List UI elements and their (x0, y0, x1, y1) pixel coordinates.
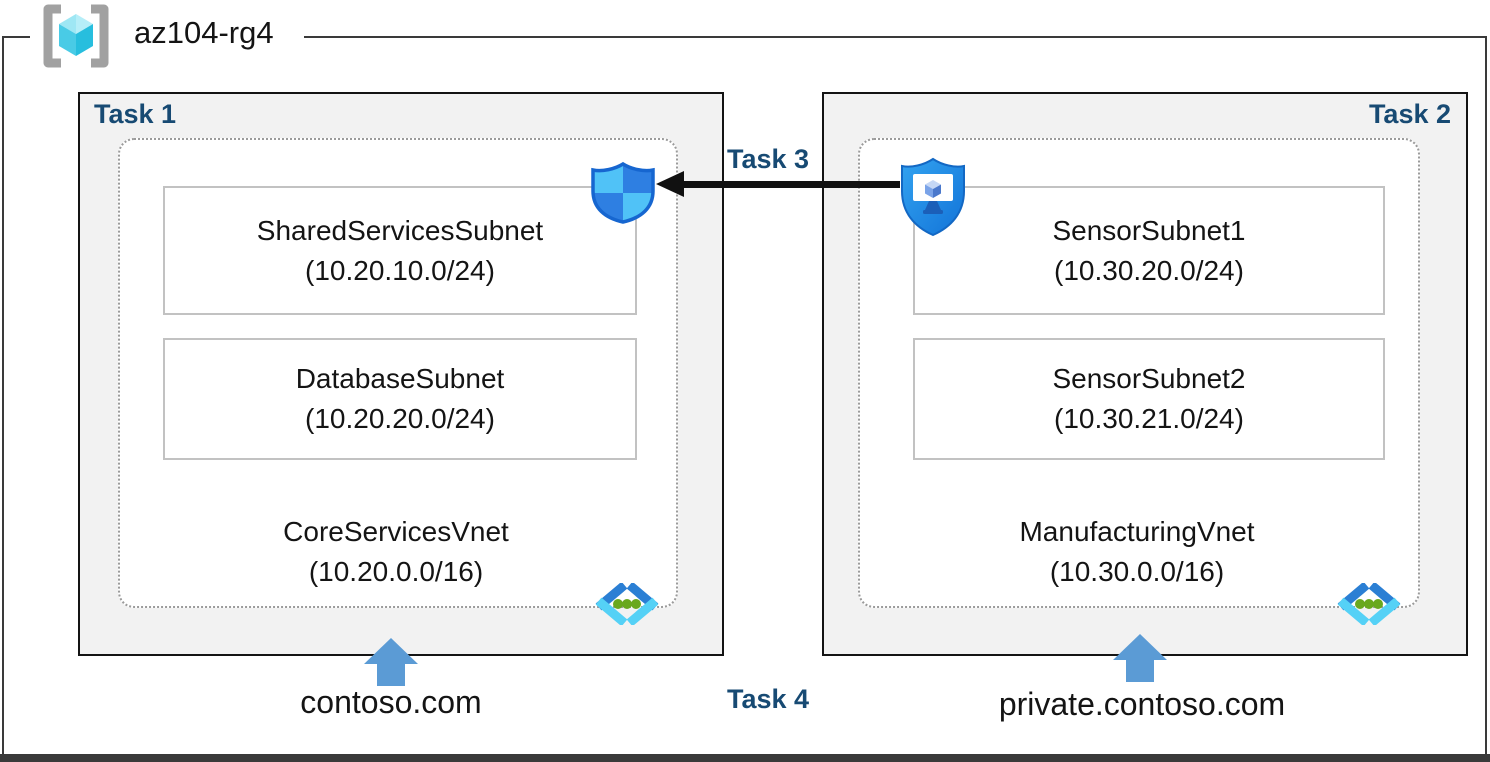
dns-up-arrow-left (364, 638, 418, 664)
subnet-cidr: (10.20.20.0/24) (305, 403, 495, 434)
dns-up-arrow-left-shaft (377, 664, 405, 686)
vnet-name: ManufacturingVnet (1019, 516, 1255, 547)
vnet-name: CoreServicesVnet (283, 516, 509, 547)
resource-group-boundary-left (2, 36, 4, 755)
resource-group-boundary-bottom (0, 754, 1490, 762)
sensor-subnet1-box: SensorSubnet1 (10.30.20.0/24) (913, 186, 1385, 315)
network-security-group-icon (591, 161, 655, 224)
subnet-name: SharedServicesSubnet (256, 214, 544, 246)
dns-up-arrow-right (1113, 634, 1167, 660)
subnet-cidr: (10.30.20.0/24) (1054, 254, 1244, 286)
manufacturing-vnet-label: ManufacturingVnet (10.30.0.0/16) (858, 512, 1416, 592)
dns-zone-label-private-contoso: private.contoso.com (998, 686, 1286, 722)
subnet-cidr: (10.30.21.0/24) (1054, 403, 1244, 434)
subnet-name: SensorSubnet2 (1052, 363, 1246, 394)
virtual-network-icon (1337, 583, 1401, 625)
vnet-cidr: (10.20.0.0/16) (308, 556, 484, 587)
dns-zone-label-contoso: contoso.com (300, 684, 482, 720)
subnet-cidr: (10.20.10.0/24) (305, 254, 495, 286)
subnet-name: DatabaseSubnet (295, 363, 505, 394)
database-subnet-box: DatabaseSubnet (10.20.20.0/24) (163, 338, 637, 460)
task3-label: Task 3 (726, 144, 810, 174)
resource-group-name: az104-rg4 (134, 15, 274, 50)
resource-group-icon (43, 4, 109, 68)
task3-arrow-head (656, 171, 684, 197)
resource-group-boundary-top-segment (2, 36, 30, 38)
task3-arrow-line (682, 181, 900, 188)
task2-label: Task 2 (1368, 99, 1451, 129)
shared-services-subnet-box: SharedServicesSubnet (10.20.10.0/24) (163, 186, 637, 315)
dns-up-arrow-right-shaft (1126, 660, 1154, 682)
task4-label: Task 4 (726, 684, 810, 714)
resource-group-boundary-right (1485, 36, 1487, 755)
resource-group-boundary-top (304, 36, 1487, 38)
task1-label: Task 1 (94, 99, 177, 129)
virtual-network-icon (595, 583, 659, 625)
sensor-subnet2-box: SensorSubnet2 (10.30.21.0/24) (913, 338, 1385, 460)
vnet-cidr: (10.30.0.0/16) (1049, 556, 1225, 587)
core-services-vnet-label: CoreServicesVnet (10.20.0.0/16) (118, 512, 674, 592)
subnet-name: SensorSubnet1 (1052, 214, 1246, 246)
protected-vm-icon (901, 157, 965, 237)
